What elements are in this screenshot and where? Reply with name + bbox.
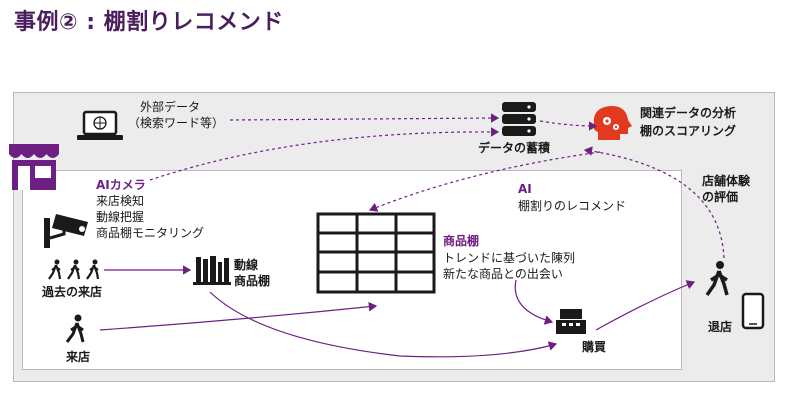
data-storage-label: データの蓄積 [478,141,551,155]
page-title: 事例② : 棚割りレコメンド [14,10,284,35]
store-experience-label: 店舗体験 [702,174,751,188]
camera-feature-2: 動線把握 [96,210,145,224]
arrow-purchase-to-exit [595,280,696,331]
exit-label: 退店 [708,320,733,334]
camera-icon [44,214,88,248]
arrow-analysis-to-shelf [368,151,601,212]
ai-recommend-label: 棚割りのレコメンド [518,199,627,213]
laptop-icon [77,110,123,140]
shelf-grid-icon [316,212,436,294]
ai-label: AI [518,182,532,196]
external-data-sub: （検索ワード等） [128,116,225,130]
walker-icon [705,261,729,297]
scoring-label: 棚のスコアリング [640,124,737,138]
arrow-shelf-to-purchase [514,279,554,325]
arrow-visit-to-shelf [99,301,378,331]
external-data-label: 外部データ [140,100,201,114]
smartphone-icon [741,292,765,330]
arrows [99,113,725,358]
arrow-exit-to-analysis [583,146,725,259]
flow-label: 動線 [234,258,259,272]
database-icon [502,102,536,136]
arrow-flow-to-purchase [209,291,558,358]
ai-camera-label: AIカメラ [96,178,146,192]
register-icon [556,309,586,334]
visit-label: 来店 [66,350,91,364]
camera-feature-1: 来店検知 [96,194,145,208]
arrow-external-to-storage [229,113,500,123]
shelf-feature-2: 新たな商品との出会い [443,267,563,281]
shelf-title: 商品棚 [443,234,480,248]
past-visits-label: 過去の来店 [42,285,103,299]
shelf-feature-1: トレンドに基づいた陳列 [443,251,576,265]
evaluation-label: の評価 [702,190,739,204]
shelf-label: 商品棚 [234,274,271,288]
store-icon [9,144,59,190]
arrow-camera-to-storage [149,127,500,181]
walker-icon [65,314,85,343]
walker-icon [48,259,100,280]
books-icon [193,256,231,285]
purchase-label: 購買 [582,340,607,354]
brain-gear-icon [593,105,632,140]
camera-feature-3: 商品棚モニタリング [96,226,205,240]
analysis-label: 関連データの分析 [640,106,737,120]
arrow-storage-to-analysis [539,120,598,131]
